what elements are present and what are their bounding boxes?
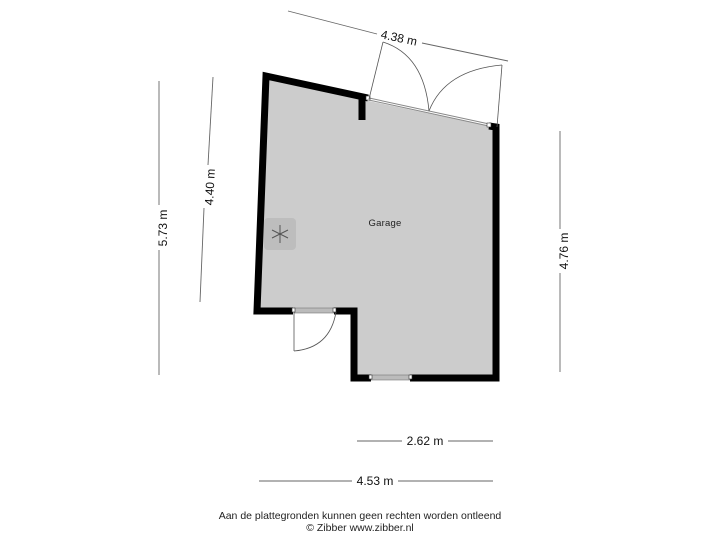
walls (253, 71, 500, 382)
dimension-bottom-outer: 4.53 m (357, 474, 394, 488)
dimension-left-outer: 5.73 m (156, 210, 170, 247)
room-label-garage: Garage (369, 218, 402, 229)
side-door-bottom-left[interactable] (291, 307, 337, 352)
footer-copyright: © Zibber www.zibber.nl (306, 522, 414, 534)
dimension-lines (158, 10, 561, 482)
footer-disclaimer: Aan de plattegronden kunnen geen rechten… (218, 510, 502, 522)
dimension-top: 4.38 m (380, 27, 419, 48)
window-bottom (368, 374, 413, 381)
double-door-top[interactable] (365, 41, 503, 128)
dimension-bottom-inner: 2.62 m (407, 434, 444, 448)
asterisk-icon (264, 218, 296, 250)
dimension-left-inner: 4.40 m (202, 168, 218, 205)
dimension-right: 4.76 m (557, 233, 571, 270)
garage-floor (256, 78, 493, 376)
